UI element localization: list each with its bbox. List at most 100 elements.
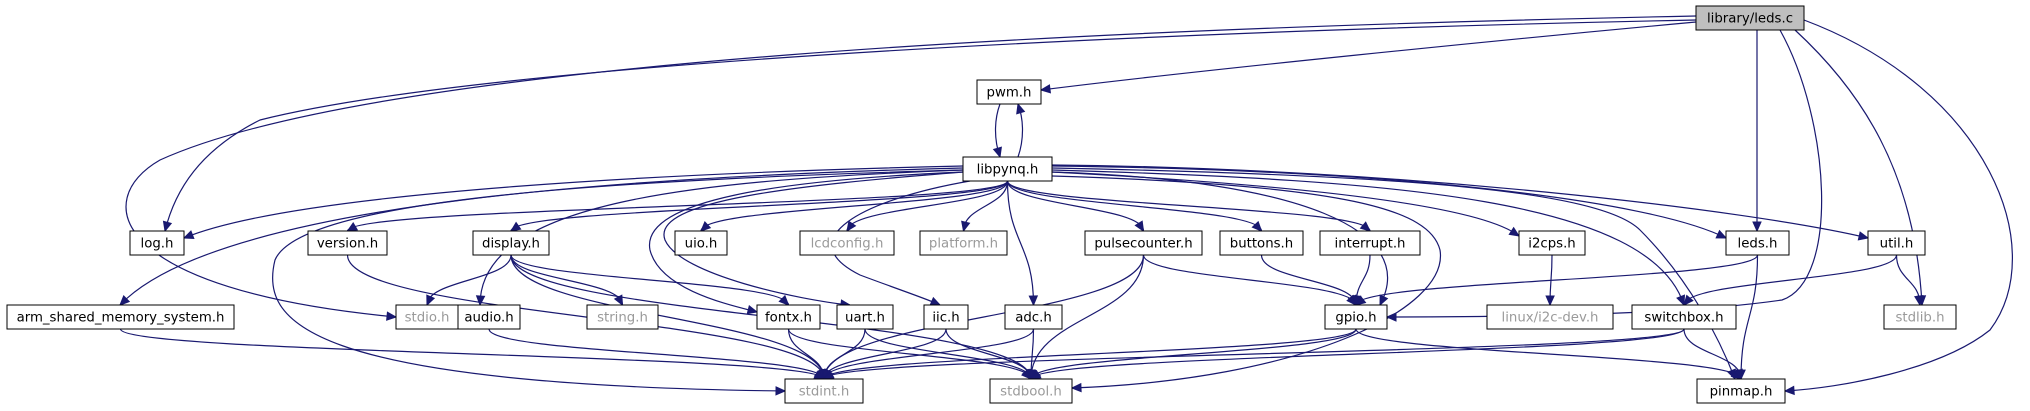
node-label: gpio.h [1335,311,1376,326]
node-arm[interactable]: arm_shared_memory_system.h [6,304,235,330]
edge-line [1051,171,1520,237]
edge-line [510,254,624,306]
node-audio[interactable]: audio.h [457,304,521,330]
edge-line [1683,254,1898,306]
edge-line [1030,254,1145,380]
node-box [784,378,864,404]
node-uart[interactable]: uart.h [836,304,894,330]
node-box [1486,304,1614,330]
edge-libpynq-to-pwm [1016,102,1026,158]
node-stdbool: stdbool.h [989,378,1073,404]
edge-display-to-stdio [426,254,512,307]
arrowhead-icon [1683,294,1694,306]
node-label: stdbool.h [1000,385,1062,400]
arrowhead-icon [509,221,522,232]
node-label: lcdconfig.h [811,237,884,252]
node-adc[interactable]: adc.h [1004,304,1063,330]
nodes-layer: library/leds.c pwm.h libpynq.h log.h version… [6,5,1957,404]
node-display[interactable]: display.h [472,230,550,256]
node-version[interactable]: version.h [307,230,388,256]
edge-line [1040,21,1697,91]
edge-line [1051,167,1736,380]
node-label: display.h [482,237,540,252]
node-label: util.h [1880,237,1914,252]
arrowhead-icon [1733,368,1743,381]
edge-line [846,180,1009,232]
edge-display-to-string [510,254,624,307]
node-box [962,156,1053,182]
edge-line [1030,328,1357,380]
edge-libpynq-to-lcdconfig [846,180,1009,233]
edge-buttons-to-gpio [1260,254,1357,307]
node-libpynq[interactable]: libpynq.h [962,156,1053,182]
edge-leds_c-to-leds_h [1752,30,1762,233]
node-box [457,304,521,330]
node-log[interactable]: log.h [129,230,185,256]
edge-line [1355,254,1759,306]
node-linux-i2c: linux/i2c-dev.h [1486,304,1614,330]
node-leds-c[interactable]: library/leds.c [1695,5,1805,31]
node-box [1004,304,1063,330]
node-interrupt[interactable]: interrupt.h [1319,230,1421,256]
node-util[interactable]: util.h [1867,230,1926,256]
arrowhead-icon [1028,295,1039,307]
arrowhead-icon [778,294,790,306]
node-i2cps[interactable]: i2cps.h [1518,230,1586,256]
node-label: audio.h [464,311,513,326]
node-buttons[interactable]: buttons.h [1219,230,1304,256]
edge-line [488,328,825,380]
node-gpio[interactable]: gpio.h [1324,304,1388,330]
node-box [1883,304,1957,330]
node-box [923,304,969,330]
node-label: stdlib.h [1895,311,1944,326]
node-fontx[interactable]: fontx.h [756,304,821,330]
edge-line [823,328,1685,380]
edge-line [1051,175,1441,389]
node-label: linux/i2c-dev.h [1502,311,1599,326]
edge-libpynq-to-display [509,180,1009,232]
edge-leds_c-to-pinmap [1783,19,2013,396]
node-box [472,230,550,256]
node-pinmap[interactable]: pinmap.h [1696,378,1786,404]
arrowhead-icon [346,222,359,232]
arrowhead-icon [1070,382,1082,393]
edge-leds_c-to-stdlib [1794,29,1927,307]
edge-audio-to-stdint [488,328,825,380]
node-label: stdint.h [799,385,850,400]
node-box [1518,230,1586,256]
edge-pwm-to-libpynq [992,103,1002,159]
edge-libpynq-to-version [346,180,1009,232]
edge-libpynq-to-audio [475,169,964,307]
node-label: i2cps.h [1528,237,1576,252]
node-pulsecounter[interactable]: pulsecounter.h [1084,230,1203,256]
edge-line [346,180,1009,232]
edge-line [1006,180,1263,232]
edge-line [864,328,1032,380]
node-box [1696,378,1786,404]
node-label: log.h [141,237,174,252]
edge-line [1051,165,1727,239]
node-label: libpynq.h [977,163,1039,178]
arrowhead-icon [846,220,857,233]
arrowhead-icon [1783,385,1795,396]
edge-line [1784,19,2013,392]
node-iic[interactable]: iic.h [923,304,969,330]
node-leds-h[interactable]: leds.h [1725,230,1790,256]
edge-leds_h-to-gpio [1355,254,1759,306]
node-stdio: stdio.h [395,304,459,330]
node-string: string.h [586,304,659,330]
node-pwm[interactable]: pwm.h [976,79,1042,105]
node-label: pinmap.h [1710,385,1773,400]
edge-line [1142,254,1357,306]
edge-libpynq-to-switchbox [1051,169,1686,307]
edge-libpynq-to-pulsecounter [1006,180,1145,233]
arrowhead-icon [1752,221,1762,233]
edge-util-to-stdlib [1895,254,1924,307]
node-switchbox[interactable]: switchbox.h [1631,304,1737,330]
arrowhead-icon [119,294,131,306]
edge-line [510,180,1009,232]
edge-line [1006,180,1035,306]
arrowhead-icon [700,221,712,232]
node-uio[interactable]: uio.h [674,230,728,256]
arrowhead-icon [961,220,971,233]
